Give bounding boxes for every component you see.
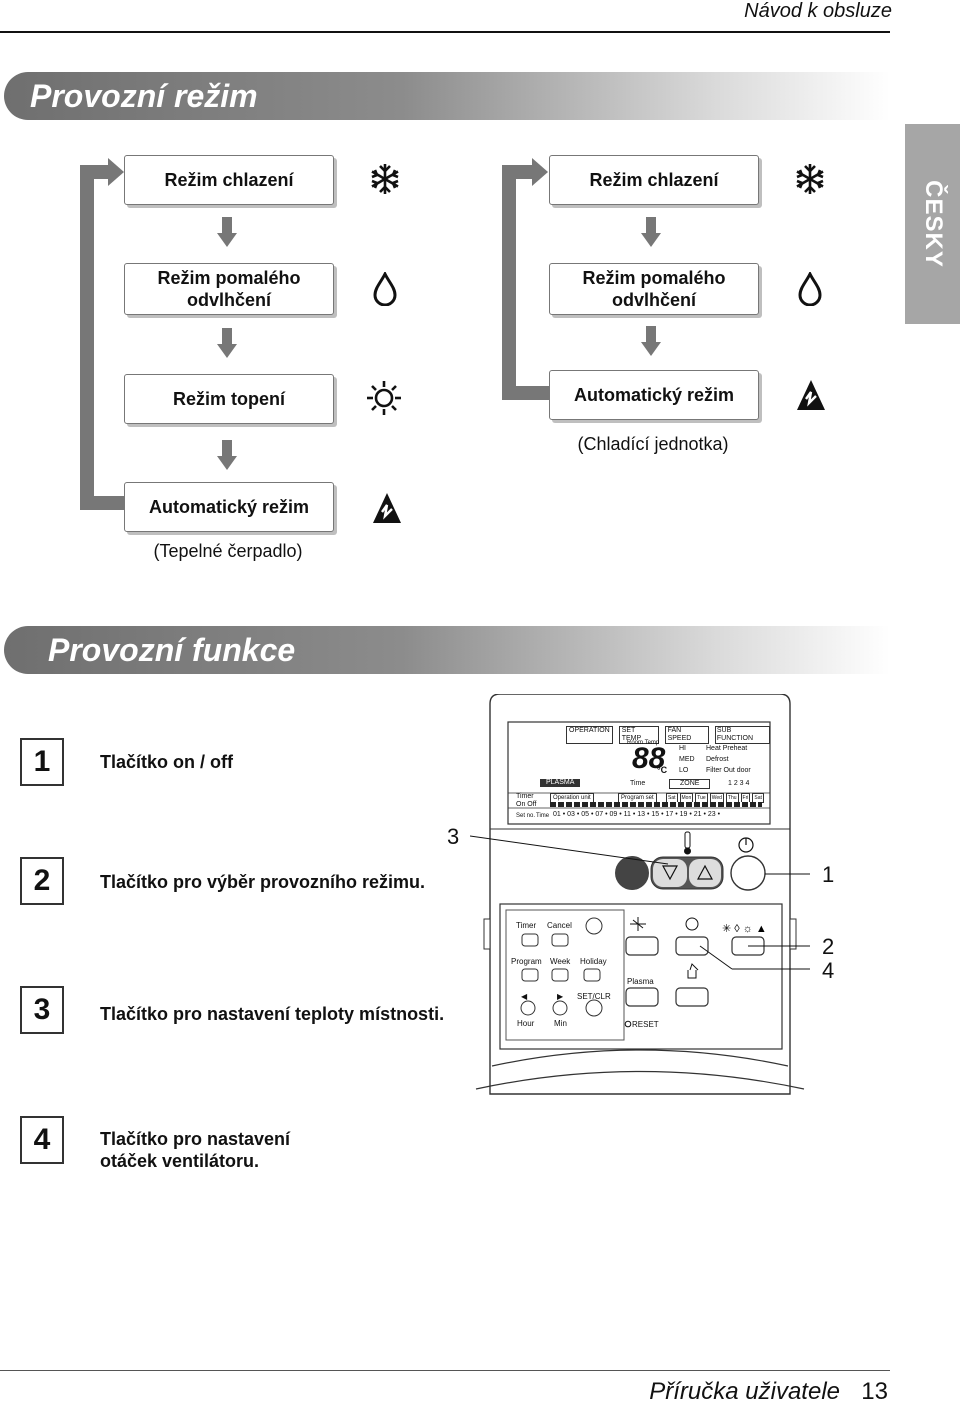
- page-number: 13: [861, 1378, 888, 1405]
- fan-hi: HI: [679, 745, 686, 752]
- button-panel-labels: Timer Cancel Program Week Holiday ◀ ▶ SE…: [500, 910, 810, 1040]
- timer-button-label[interactable]: Timer: [516, 921, 537, 930]
- callout-2: 2: [822, 934, 835, 959]
- function-number: 1: [20, 738, 64, 786]
- zone-label: ZONE: [669, 779, 711, 789]
- temp-digits: 88: [632, 742, 666, 775]
- program-button-label[interactable]: Program: [511, 957, 542, 966]
- section-banner-functions: Provozní funkce: [4, 626, 890, 674]
- reset-button-label[interactable]: RESET: [632, 1020, 659, 1029]
- svg-text:✳ ◊ ☼ ▲: ✳ ◊ ☼ ▲: [722, 923, 767, 935]
- mode-box-heating: Režim topení: [124, 374, 334, 424]
- on-off-label: On Off: [516, 801, 537, 808]
- function-label-fan-speed: Tlačítko pro nastavení otáček ventilátor…: [100, 1129, 291, 1171]
- drop-icon: [798, 272, 822, 306]
- day-indicators: Sat Mon Tue Wed Thu Fri Sat: [666, 793, 764, 803]
- temp-unit: °C: [657, 765, 668, 775]
- week-button-label[interactable]: Week: [550, 957, 571, 966]
- auto-mode-icon: [373, 493, 401, 523]
- mode-label: Režim chlazení: [164, 170, 294, 190]
- set-clr-button-label[interactable]: SET/CLR: [577, 992, 611, 1001]
- room-temp-label: Room Temp: [627, 740, 660, 746]
- cooling-unit-caption: (Chladící jednotka): [577, 434, 729, 454]
- language-tab[interactable]: ČESKY: [905, 124, 960, 324]
- mode-box-auto: Automatický režim: [549, 370, 759, 420]
- section-title: Provozní funkce: [48, 632, 296, 668]
- holiday-button-label[interactable]: Holiday: [580, 957, 607, 966]
- mode-box-cooling: Režim chlazení: [124, 155, 334, 205]
- tab-sub-function: SUB FUNCTION: [714, 726, 770, 744]
- mode-box-auto: Automatický režim: [124, 482, 334, 532]
- min-button-label[interactable]: Min: [554, 1019, 567, 1028]
- timer-bar: [550, 802, 762, 807]
- footer-title: Příručka uživatele: [649, 1378, 840, 1405]
- set-no-label: Set no.: [516, 813, 536, 819]
- section-title: Provozní režim: [30, 78, 258, 114]
- mode-box-dehumidify: Režim pomalého odvlhčení: [124, 263, 334, 315]
- document-title: Návod k obsluze: [744, 0, 892, 22]
- plasma-button-label[interactable]: Plasma: [627, 977, 654, 986]
- down-arrow-icon: [217, 440, 237, 470]
- mode-flow-loop-lines: [80, 158, 550, 510]
- remote-controller: ✳ ◊ ☼ ▲: [470, 694, 810, 1095]
- sub-heat: Heat Preheat: [706, 745, 748, 752]
- section-banner-operating-mode: Provozní režim: [4, 72, 890, 120]
- footer-rule: [0, 1370, 890, 1371]
- down-arrow-icon: [641, 217, 661, 247]
- function-number: 3: [20, 986, 64, 1034]
- tab-operation: OPERATION: [566, 726, 613, 744]
- tab-fan-speed: FAN SPEED: [664, 726, 709, 744]
- plasma-indicator: PLASMA: [540, 779, 581, 787]
- callout-1: 1: [822, 862, 835, 887]
- mode-label: Automatický režim: [573, 385, 735, 405]
- mode-label: Automatický režim: [148, 497, 310, 517]
- hour-button-label[interactable]: Hour: [517, 1019, 535, 1028]
- fan-lo: LO: [679, 767, 689, 774]
- function-number: 4: [20, 1116, 64, 1164]
- sub-filter: Filter Out door: [706, 767, 751, 774]
- mode-box-dehumidify: Režim pomalého odvlhčení: [549, 263, 759, 315]
- tab-set-temp: SET TEMP: [618, 726, 659, 744]
- function-label-on-off: Tlačítko on / off: [100, 752, 233, 772]
- left-arrow-button[interactable]: ◀: [521, 992, 528, 1001]
- zone-numbers: 1 2 3 4: [728, 780, 750, 787]
- mode-label: Režim chlazení: [589, 170, 719, 190]
- snowflake-icon: [796, 164, 824, 194]
- drop-icon: [373, 272, 397, 306]
- function-number: 2: [20, 857, 64, 905]
- cancel-button-label[interactable]: Cancel: [547, 921, 572, 930]
- function-label-room-temp: Tlačítko pro nastavení teploty místnosti…: [100, 1004, 445, 1024]
- time-small-label: Time: [536, 813, 550, 819]
- sun-icon: [367, 381, 401, 415]
- heat-pump-caption: (Tepelné čerpadlo): [153, 541, 303, 561]
- right-arrow-button[interactable]: ▶: [557, 992, 564, 1001]
- time-label: Time: [630, 780, 646, 787]
- fan-med: MED: [679, 756, 695, 763]
- auto-mode-icon: [797, 380, 825, 410]
- callout-3: 3: [447, 824, 460, 849]
- callout-4: 4: [822, 958, 835, 983]
- header-rule: [0, 31, 890, 33]
- mode-label: Režim pomalého odvlhčení: [157, 268, 301, 310]
- timer-label: Timer: [516, 793, 534, 800]
- mode-label: Režim pomalého odvlhčení: [582, 268, 726, 310]
- sub-defrost: Defrost: [706, 756, 729, 763]
- mode-label: Režim topení: [172, 389, 285, 409]
- snowflake-icon: [371, 164, 399, 194]
- down-arrow-icon: [217, 217, 237, 247]
- mode-box-cooling: Režim chlazení: [549, 155, 759, 205]
- hour-scale: 01 • 03 • 05 • 07 • 09 • 11 • 13 • 15 • …: [553, 811, 721, 818]
- down-arrow-icon: [641, 326, 661, 356]
- down-arrow-icon: [217, 328, 237, 358]
- function-label-mode-select: Tlačítko pro výběr provozního režimu.: [100, 872, 426, 892]
- lcd-display: OPERATION SET TEMP FAN SPEED SUB FUNCTIO…: [508, 722, 770, 824]
